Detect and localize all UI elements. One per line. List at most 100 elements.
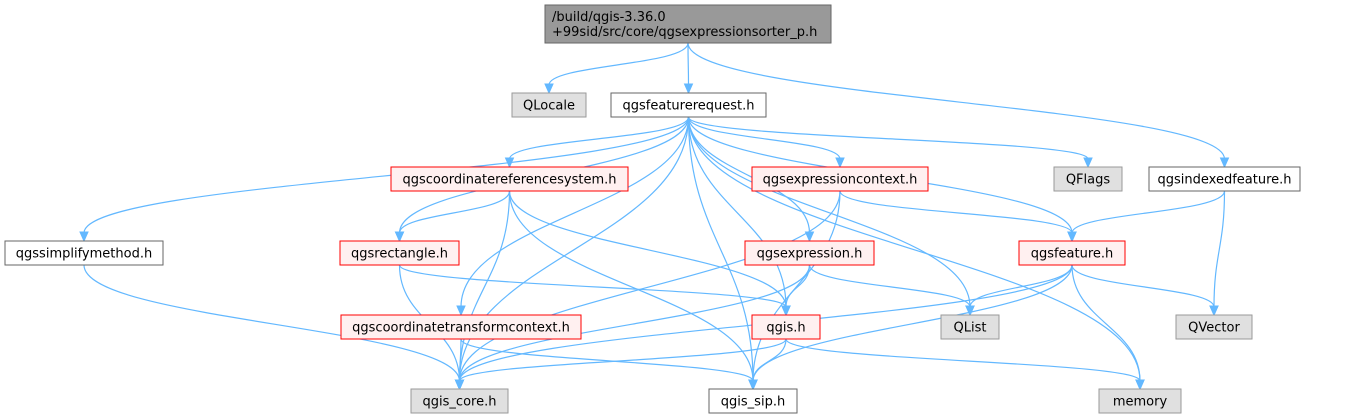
edge-line bbox=[458, 338, 787, 382]
edge-line bbox=[687, 116, 841, 160]
node-label: qgis.h bbox=[766, 321, 805, 336]
arrowhead bbox=[683, 83, 694, 95]
node-label: QVector bbox=[1188, 321, 1240, 336]
edge-line bbox=[83, 116, 690, 234]
edge-line bbox=[508, 116, 690, 160]
edge-qgsfeaturerequest-to-qgis bbox=[687, 116, 791, 317]
edge-qgsfeature-to-qlist bbox=[965, 264, 1073, 317]
edge-line bbox=[460, 338, 754, 382]
edge-qgis-to-memory bbox=[785, 338, 1145, 391]
node-box bbox=[1098, 388, 1182, 414]
arrowhead bbox=[79, 231, 89, 243]
node-box bbox=[390, 166, 629, 192]
node-qlist[interactable]: QList bbox=[940, 314, 1000, 340]
edge-line bbox=[808, 264, 971, 308]
node-root[interactable]: /build/qgis-3.36.0+99sid/src/core/qgsexp… bbox=[544, 4, 832, 44]
node-qgsrectangle[interactable]: qgsrectangle.h bbox=[339, 240, 460, 266]
node-box bbox=[751, 166, 929, 192]
edge-qgsfeaturerequest-to-qgssimplify bbox=[79, 116, 690, 243]
edge-qgis-to-qgiscore bbox=[454, 338, 787, 391]
edge-qgscrs-to-qgissip bbox=[508, 190, 758, 391]
node-qgis[interactable]: qgis.h bbox=[751, 314, 821, 340]
node-box bbox=[744, 240, 875, 266]
arrowhead bbox=[454, 379, 465, 391]
edge-line bbox=[1071, 264, 1215, 308]
arrowhead bbox=[1067, 231, 1077, 243]
node-box bbox=[339, 240, 460, 266]
edge-line bbox=[83, 264, 461, 382]
edge-line bbox=[458, 190, 841, 382]
node-label: qgsrectangle.h bbox=[351, 247, 448, 262]
node-box bbox=[340, 314, 582, 340]
node-box bbox=[708, 388, 798, 414]
edge-qgis-to-qgissip bbox=[748, 338, 787, 391]
node-qgssimplify[interactable]: qgssimplifymethod.h bbox=[4, 240, 164, 266]
arrowhead bbox=[965, 305, 975, 317]
arrowhead bbox=[456, 305, 466, 317]
arrowhead bbox=[835, 157, 845, 169]
node-label: qgscoordinatetransformcontext.h bbox=[352, 321, 570, 336]
edge-line bbox=[460, 116, 690, 308]
node-qgiscore[interactable]: qgis_core.h bbox=[410, 388, 509, 414]
edge-line bbox=[1071, 190, 1226, 234]
edge-line bbox=[687, 116, 787, 308]
node-box bbox=[1018, 240, 1126, 266]
node-memory[interactable]: memory bbox=[1098, 388, 1182, 414]
arrowhead bbox=[1209, 305, 1219, 317]
node-label: +99sid/src/core/qgsexpressionsorter_p.h bbox=[552, 25, 817, 40]
edge-qgsctc-to-qgissip bbox=[460, 338, 758, 391]
edge-qgsexpression-to-qlist bbox=[808, 264, 975, 317]
node-qflags[interactable]: QFlags bbox=[1053, 166, 1123, 192]
node-qgissip[interactable]: qgis_sip.h bbox=[708, 388, 798, 414]
node-label: qgsindexedfeature.h bbox=[1158, 173, 1292, 188]
node-label: qgsfeaturerequest.h bbox=[623, 99, 755, 114]
node-qlocale[interactable]: QLocale bbox=[511, 92, 587, 118]
arrowhead bbox=[781, 305, 791, 317]
node-box bbox=[751, 314, 821, 340]
edge-line bbox=[458, 264, 811, 382]
edge-line bbox=[398, 264, 787, 308]
node-qvector[interactable]: QVector bbox=[1175, 314, 1253, 340]
edge-root-to-qgsindexedfeature bbox=[687, 42, 1230, 169]
node-label: memory bbox=[1113, 395, 1168, 410]
edge-line bbox=[687, 116, 971, 308]
edge-line bbox=[458, 338, 462, 382]
node-qgsexpression[interactable]: qgsexpression.h bbox=[744, 240, 875, 266]
edge-root-to-qgsfeaturerequest bbox=[683, 42, 694, 95]
node-qgsfeature[interactable]: qgsfeature.h bbox=[1018, 240, 1126, 266]
arrowhead bbox=[394, 231, 405, 243]
node-label: qgis_sip.h bbox=[721, 395, 785, 410]
edge-qgsfeature-to-qvector bbox=[1071, 264, 1219, 317]
node-label: QList bbox=[954, 321, 987, 336]
node-qgsctc[interactable]: qgscoordinatetransformcontext.h bbox=[340, 314, 582, 340]
node-label: QLocale bbox=[523, 99, 575, 114]
edge-line bbox=[752, 338, 787, 382]
edge-line bbox=[687, 42, 690, 86]
edge-qgsfeaturerequest-to-qgsctc bbox=[456, 116, 690, 317]
edge-qgsfeaturerequest-to-qgiscore bbox=[454, 116, 690, 391]
edge-qgsexpression-to-qgis bbox=[781, 264, 811, 317]
edge-qgsexprctx-to-qgsfeature bbox=[839, 190, 1077, 243]
node-label: /build/qgis-3.36.0 bbox=[552, 10, 666, 25]
node-qgsexprctx[interactable]: qgsexpressioncontext.h bbox=[751, 166, 929, 192]
edge-line bbox=[398, 190, 511, 234]
node-qgscrs[interactable]: qgscoordinatereferencesystem.h bbox=[390, 166, 629, 192]
node-box bbox=[410, 388, 509, 414]
edge-line bbox=[458, 190, 511, 382]
edge-line bbox=[969, 264, 1073, 308]
node-box bbox=[4, 240, 164, 266]
node-qgsfeaturerequest[interactable]: qgsfeaturerequest.h bbox=[610, 92, 767, 118]
edge-line bbox=[785, 338, 1141, 382]
node-label: qgsexpressioncontext.h bbox=[763, 173, 918, 188]
edge-qgsfeaturerequest-to-qflags bbox=[687, 116, 1093, 169]
node-box bbox=[610, 92, 767, 118]
nodes-layer: /build/qgis-3.36.0+99sid/src/core/qgsexp… bbox=[4, 4, 1301, 414]
node-qgsindexedfeature[interactable]: qgsindexedfeature.h bbox=[1148, 166, 1301, 192]
edge-qgscrs-to-qgsrectangle bbox=[394, 190, 511, 243]
edge-qgsindexedfeature-to-qvector bbox=[1209, 190, 1226, 317]
node-box bbox=[1148, 166, 1301, 192]
node-box bbox=[1053, 166, 1123, 192]
node-label: QFlags bbox=[1066, 173, 1111, 188]
edge-line bbox=[687, 116, 754, 382]
